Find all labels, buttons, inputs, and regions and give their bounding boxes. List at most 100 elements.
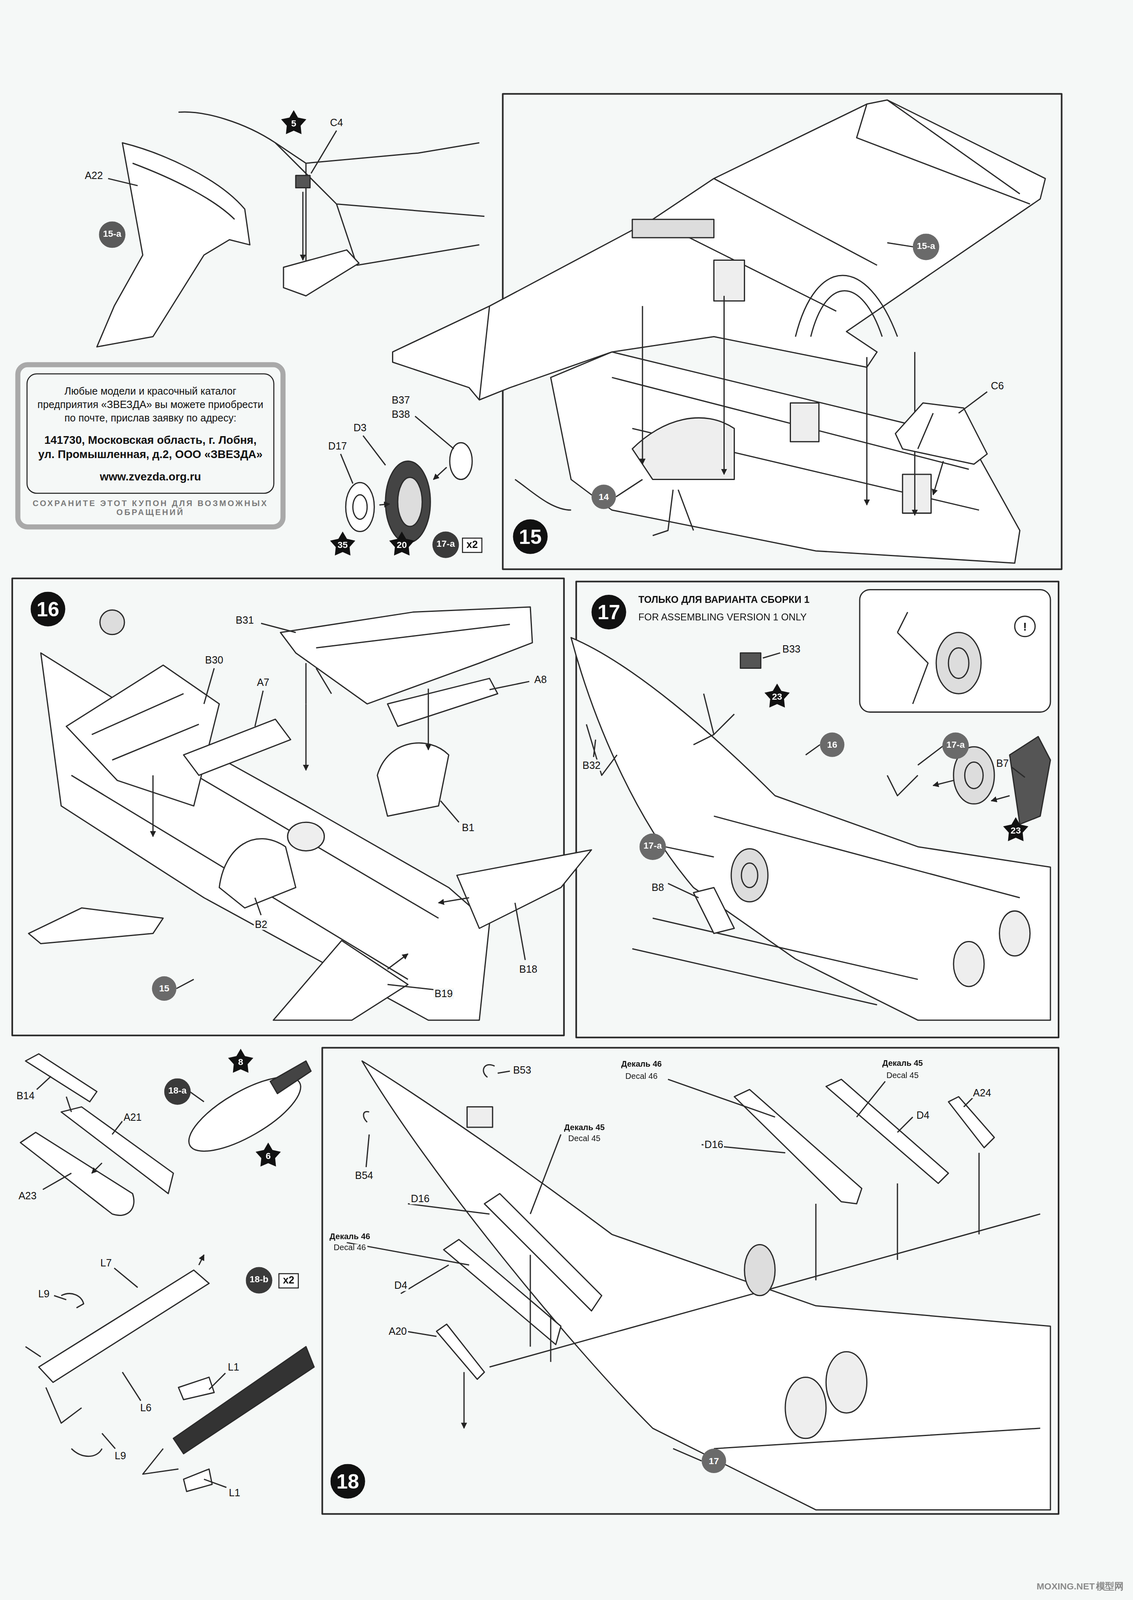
part-number: A23 <box>17 1189 38 1201</box>
art-path <box>933 460 944 495</box>
art-path <box>734 1089 862 1204</box>
paint-star-text: 5 <box>291 118 297 129</box>
part-number: B30 <box>204 654 225 666</box>
star-shape <box>764 683 790 708</box>
step-number: 17 <box>591 594 626 630</box>
part-number: A21 <box>122 1111 143 1123</box>
watermark: 模型网 <box>1094 1581 1125 1593</box>
step-number-text: 18 <box>336 1470 360 1491</box>
subassembly-callout: 16 <box>819 732 845 757</box>
art-path <box>456 849 592 929</box>
art-path <box>28 907 164 944</box>
coupon-text: СОХРАНИТЕ ЭТОТ КУПОН ДЛЯ ВОЗМОЖНЫХ ОБРАЩ… <box>26 498 275 518</box>
part-number: B18 <box>518 963 539 975</box>
art-ellipse <box>352 494 368 519</box>
art-path <box>933 780 954 786</box>
part-number: C4 <box>329 116 345 129</box>
art-path <box>25 1053 98 1102</box>
art-ellipse <box>936 632 981 694</box>
part-number: B14 <box>15 1089 36 1101</box>
subassembly-callout: 18-b <box>245 1266 273 1294</box>
line-art <box>12 93 1062 1514</box>
art-rect <box>713 259 745 301</box>
art-path <box>433 467 447 480</box>
part-number: B19 <box>433 987 454 1000</box>
subassembly-callout: 17-a <box>639 833 666 860</box>
part-number: B54 <box>353 1169 375 1181</box>
part-number: B1 <box>460 821 476 833</box>
part-number: A8 <box>533 673 548 685</box>
art-rect <box>859 589 1051 712</box>
art-path <box>1009 736 1051 825</box>
art-path <box>866 357 868 506</box>
art-path <box>363 1111 370 1123</box>
star-shape <box>281 110 307 135</box>
decal-number: Декаль 45 <box>881 1059 924 1069</box>
art-path <box>387 953 408 970</box>
art-rect <box>740 652 761 669</box>
art-path <box>632 815 1020 1005</box>
subassembly-callout-text: 17-a <box>436 540 455 550</box>
art-path <box>173 1346 314 1454</box>
art-path <box>183 719 291 776</box>
step-number-text: 16 <box>36 598 60 619</box>
art-path <box>632 417 735 480</box>
art-path <box>438 897 469 903</box>
part-number: A24 <box>971 1086 993 1099</box>
decal-number: Декаль 46 <box>328 1232 372 1242</box>
subassembly-callout: 15 <box>152 976 177 1001</box>
art-path <box>96 142 250 347</box>
subassembly-callout-text: 17-a <box>643 841 662 852</box>
subassembly-callout: 17-a <box>942 732 969 759</box>
part-number: A20 <box>387 1325 408 1337</box>
art-ellipse <box>953 941 985 987</box>
version-note: ТОЛЬКО ДЛЯ ВАРИАНТА СБОРКИ 1 <box>637 594 811 606</box>
decal-number: Decal 46 <box>332 1243 367 1253</box>
art-path <box>479 100 1031 400</box>
subassembly-callout: 17-a <box>432 531 459 558</box>
paint-star: 5 <box>280 110 308 137</box>
part-number: B53 <box>512 1064 533 1076</box>
subassembly-callout-text: 16 <box>827 739 838 750</box>
coupon-text: 141730, Московская область, г. Лобня, ул… <box>35 432 266 462</box>
art-path <box>887 775 918 796</box>
paint-star-text: 23 <box>771 691 783 702</box>
art-path <box>61 1293 84 1308</box>
part-number: D16 <box>409 1192 431 1205</box>
art-path <box>489 1213 1041 1449</box>
coupon-text: Любые модели и красочный каталог предпри… <box>35 384 266 425</box>
art-ellipse <box>287 821 325 851</box>
art-path <box>66 664 220 806</box>
star-shape <box>1003 817 1029 842</box>
art-rect <box>467 1106 493 1127</box>
paint-star-text: 23 <box>1010 825 1021 835</box>
decal-number: Decal 45 <box>885 1071 920 1081</box>
art-path <box>305 703 307 770</box>
art-path <box>427 688 430 750</box>
art-ellipse <box>825 1351 867 1413</box>
art-ellipse <box>948 647 969 678</box>
paint-star: 8 <box>227 1048 254 1075</box>
paint-star-text: 8 <box>238 1056 244 1067</box>
art-ellipse <box>999 910 1031 956</box>
subassembly-callout-text: 17 <box>708 1455 720 1466</box>
part-number: D3 <box>352 421 368 434</box>
decal-number: Декаль 45 <box>562 1123 606 1133</box>
paint-star: 20 <box>388 531 415 558</box>
part-number: B33 <box>781 642 802 655</box>
art-path <box>25 1346 82 1423</box>
art-path <box>895 403 988 465</box>
part-number: L6 <box>139 1401 153 1414</box>
art-path <box>641 305 643 465</box>
art-path <box>152 775 154 837</box>
decal-number: Decal 46 <box>624 1072 659 1082</box>
art-path <box>550 351 1020 563</box>
art-path <box>315 624 510 648</box>
part-number: D16 <box>703 1138 725 1151</box>
art-path <box>436 1323 485 1379</box>
art-path <box>305 662 332 704</box>
star-shape <box>255 1142 282 1167</box>
art-path <box>302 191 304 260</box>
paint-star-text: 6 <box>265 1150 271 1161</box>
